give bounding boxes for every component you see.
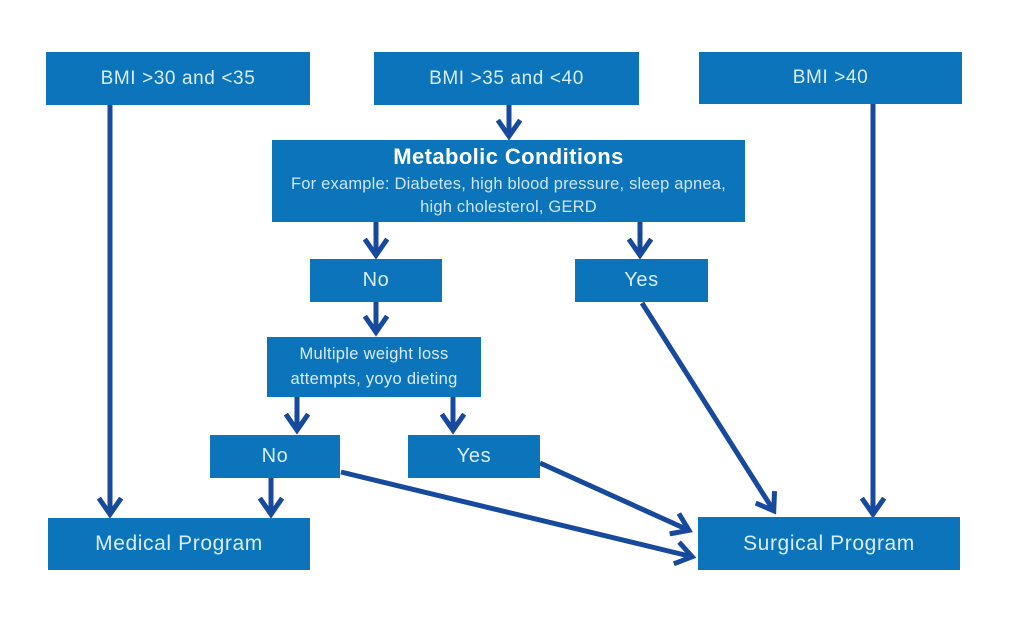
arrow-wlyes-to-surgical — [538, 460, 686, 529]
medical-program-label: Medical Program — [95, 532, 263, 555]
node-weight-loss-yes: Yes — [408, 435, 540, 478]
node-bmi-40-label: BMI >40 — [792, 67, 869, 88]
node-bmi-30-35-label: BMI >30 and <35 — [100, 67, 256, 89]
node-weight-loss-no: No — [210, 435, 340, 478]
node-metabolic-no: No — [310, 259, 442, 302]
node-surgical-program: Surgical Program — [698, 517, 960, 570]
node-medical-program: Medical Program — [48, 518, 310, 570]
node-bmi-35-40-label: BMI >35 and <40 — [429, 67, 584, 89]
metabolic-conditions-subtitle: For example: Diabetes, high blood pressu… — [291, 174, 726, 216]
weight-loss-no-label: No — [261, 445, 289, 467]
node-metabolic-conditions: Metabolic Conditions For example: Diabet… — [272, 140, 745, 222]
weight-loss-attempts-label: Multiple weight loss attempts, yoyo diet… — [290, 345, 458, 388]
metabolic-conditions-title: Metabolic Conditions — [393, 143, 624, 169]
weight-loss-yes-label: Yes — [456, 445, 492, 467]
node-metabolic-yes: Yes — [575, 259, 708, 302]
node-weight-loss-attempts: Multiple weight loss attempts, yoyo diet… — [267, 337, 481, 397]
arrow-wlno-to-surgical — [340, 469, 689, 556]
metabolic-no-label: No — [362, 269, 390, 291]
metabolic-yes-label: Yes — [624, 269, 659, 291]
node-bmi-30-35: BMI >30 and <35 — [46, 52, 310, 105]
arrow-metyes-to-surgical — [639, 301, 772, 508]
node-bmi-35-40: BMI >35 and <40 — [374, 52, 639, 105]
node-bmi-40: BMI >40 — [699, 52, 962, 104]
surgical-program-label: Surgical Program — [743, 531, 915, 555]
